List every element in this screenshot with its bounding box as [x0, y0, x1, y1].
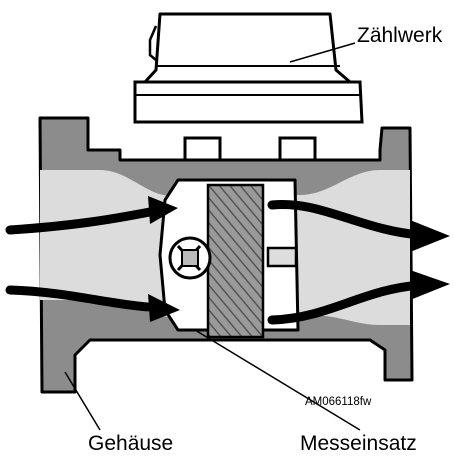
flow-arrows-in [5, 196, 180, 322]
arrow-right-icon [148, 294, 180, 322]
housing-leader-line [64, 371, 101, 431]
housing-label: Gehäuse [88, 432, 173, 455]
arrow-right-icon [148, 196, 178, 224]
counter-leader-line [289, 42, 356, 63]
insert-leader-line [194, 329, 361, 431]
measuring-insert [158, 178, 300, 339]
turbine-impeller-icon [168, 236, 212, 280]
flow-arrows-out [267, 199, 450, 325]
arrow-right-icon [410, 270, 450, 300]
measuring-insert-label: Messeinsatz [300, 432, 417, 455]
counter-register [133, 12, 364, 162]
figure-code: AM066118fw [305, 396, 372, 408]
arrow-right-icon [410, 220, 450, 252]
counter-label: Zählwerk [357, 24, 443, 47]
